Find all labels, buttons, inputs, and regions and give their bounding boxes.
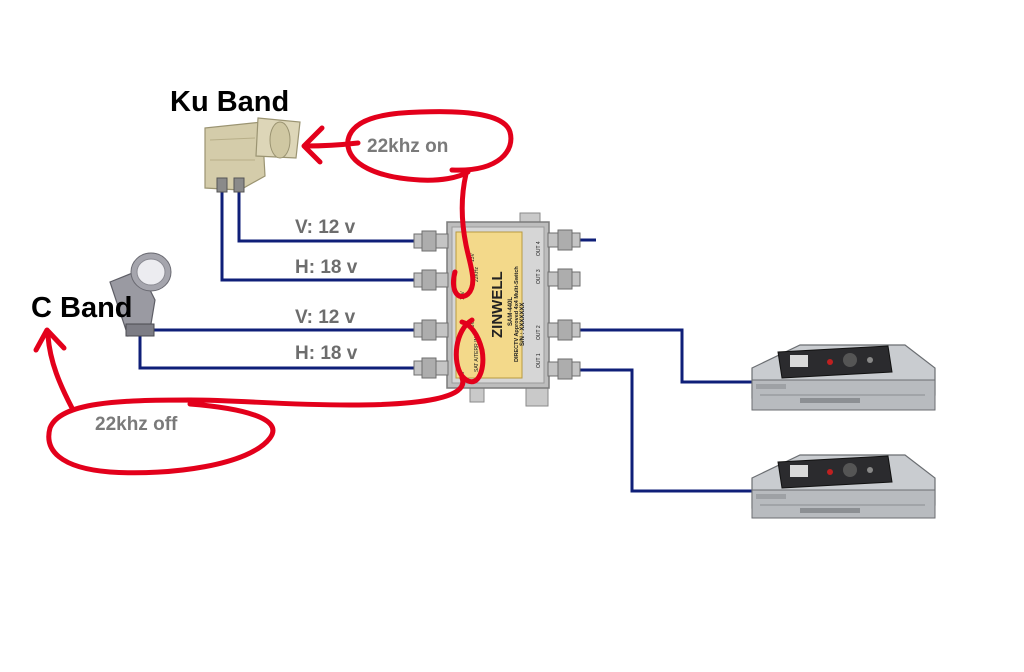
satellite-lnb-icon [204,117,301,193]
satellite-receiver-icon [751,454,936,519]
ku-horizontal-label: H: 18 v [295,257,358,278]
input-connector [413,319,449,341]
cable-c-horizontal [138,335,420,370]
annotation-loop-off [453,317,486,385]
cable-ku-horizontal [220,190,420,282]
cable-receiver-2 [578,368,752,493]
switch-desc: DIRECTV Approved 4x4 Multi-Switch [514,266,520,362]
cable-receiver-1 [578,328,752,384]
cable-ku-vertical [237,190,420,243]
switch-port-bot-2: SAT A/TERR IN [474,337,480,372]
output-connector [547,268,581,290]
satellite-receiver-icon [751,344,936,411]
annotation-bubble-on [345,109,514,183]
cables [138,190,752,493]
switch-port-top-1: 13V [470,252,476,262]
arrow-to-c [45,333,75,411]
c-vertical-label: V: 12 v [295,307,356,328]
annotation-bubble-off [46,375,466,476]
satellite-lnb-icon [109,252,172,337]
khz-on-note: 22khz on [367,136,449,157]
input-connector [413,269,449,291]
c-horizontal-label: H: 18 v [295,343,358,364]
switch-out-4: OUT 4 [536,241,542,256]
input-connectors [413,230,449,379]
output-connectors [547,229,581,380]
switch-port-top-2: 22KHz [474,266,480,282]
switch-out-2: OUT 2 [536,325,542,340]
switch-model: SAM-440L [508,297,514,326]
input-connector [413,357,449,379]
remote-control-icon [777,345,893,379]
switch-serial: S/N : XXXXXXX [520,303,526,346]
ku-band-label: Ku Band [170,86,290,118]
arrow-to-ku [303,140,361,149]
output-connector [547,358,581,380]
output-connector [547,319,581,341]
annotations [33,109,514,476]
multiswitch: ZINWELL SAM-440L DIRECTV Approved 4x4 Mu… [413,212,581,407]
switch-brand: ZINWELL [489,271,506,338]
output-connector [547,229,581,251]
remote-control-icon [777,455,893,489]
khz-off-note: 22khz off [95,414,178,435]
switch-out-3: OUT 3 [536,269,542,284]
switch-port-bot-1: 13V [470,320,476,330]
annotation-loop-on [451,171,476,299]
c-band-label: C Band [31,292,133,324]
ku-vertical-label: V: 12 v [295,217,356,238]
input-connector [413,230,449,252]
switch-out-1: OUT 1 [536,353,542,368]
